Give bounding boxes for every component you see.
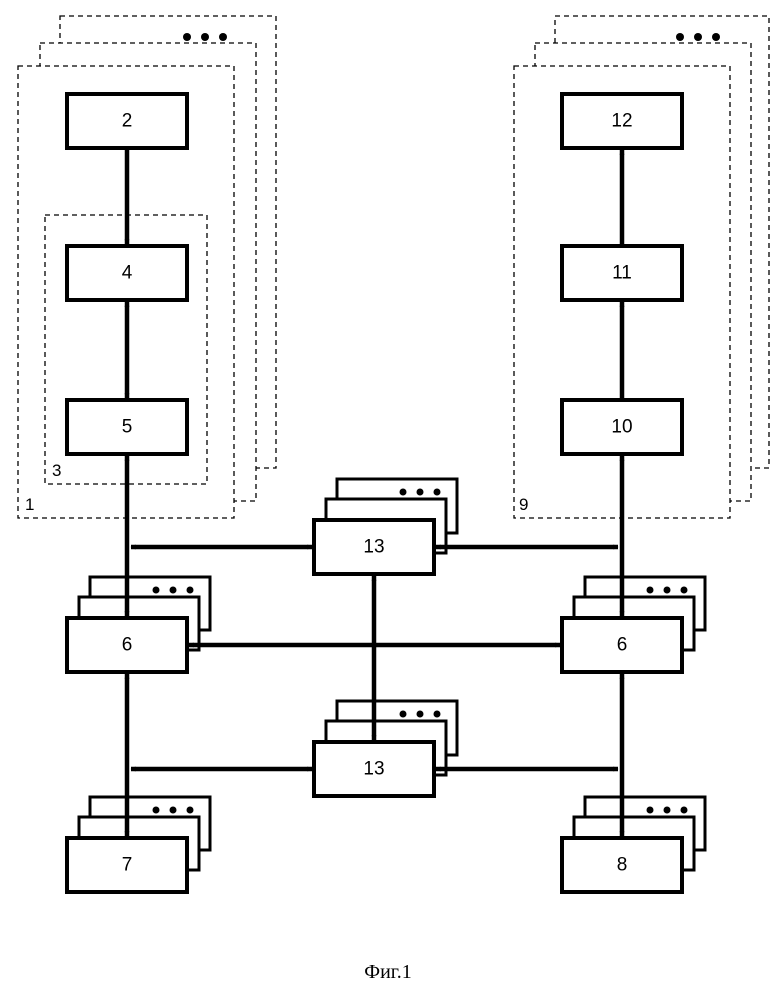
block-10-label: 10 (611, 417, 632, 438)
group-1-more-dots (183, 33, 227, 41)
block-6-right-label: 6 (617, 635, 628, 656)
block-6-left-label: 6 (122, 635, 133, 656)
block-8: 8 (562, 838, 682, 892)
group-1-label: 1 (25, 495, 34, 514)
block-13-top-label: 13 (363, 537, 384, 558)
group-3-label: 3 (52, 461, 61, 480)
block-7: 7 (67, 838, 187, 892)
group-9-more-dots (676, 33, 720, 41)
block-11: 11 (562, 246, 682, 300)
block-13-top: 13 (314, 520, 434, 574)
block-2-label: 2 (122, 111, 133, 132)
block-10: 10 (562, 400, 682, 454)
block-4: 4 (67, 246, 187, 300)
block-8-label: 8 (617, 855, 628, 876)
figure-caption: Фиг.1 (364, 961, 411, 983)
block-13-bottom-label: 13 (363, 759, 384, 780)
block-6-right: 6 (562, 618, 682, 672)
block-6-left: 6 (67, 618, 187, 672)
block-13-bottom: 13 (314, 742, 434, 796)
block-12: 12 (562, 94, 682, 148)
block-5-label: 5 (122, 417, 133, 438)
block-2: 2 (67, 94, 187, 148)
group-9-label: 9 (519, 495, 528, 514)
block-7-label: 7 (122, 855, 133, 876)
block-11-label: 11 (612, 263, 632, 284)
block-5: 5 (67, 400, 187, 454)
block-4-label: 4 (122, 263, 133, 284)
block-12-label: 12 (611, 111, 632, 132)
